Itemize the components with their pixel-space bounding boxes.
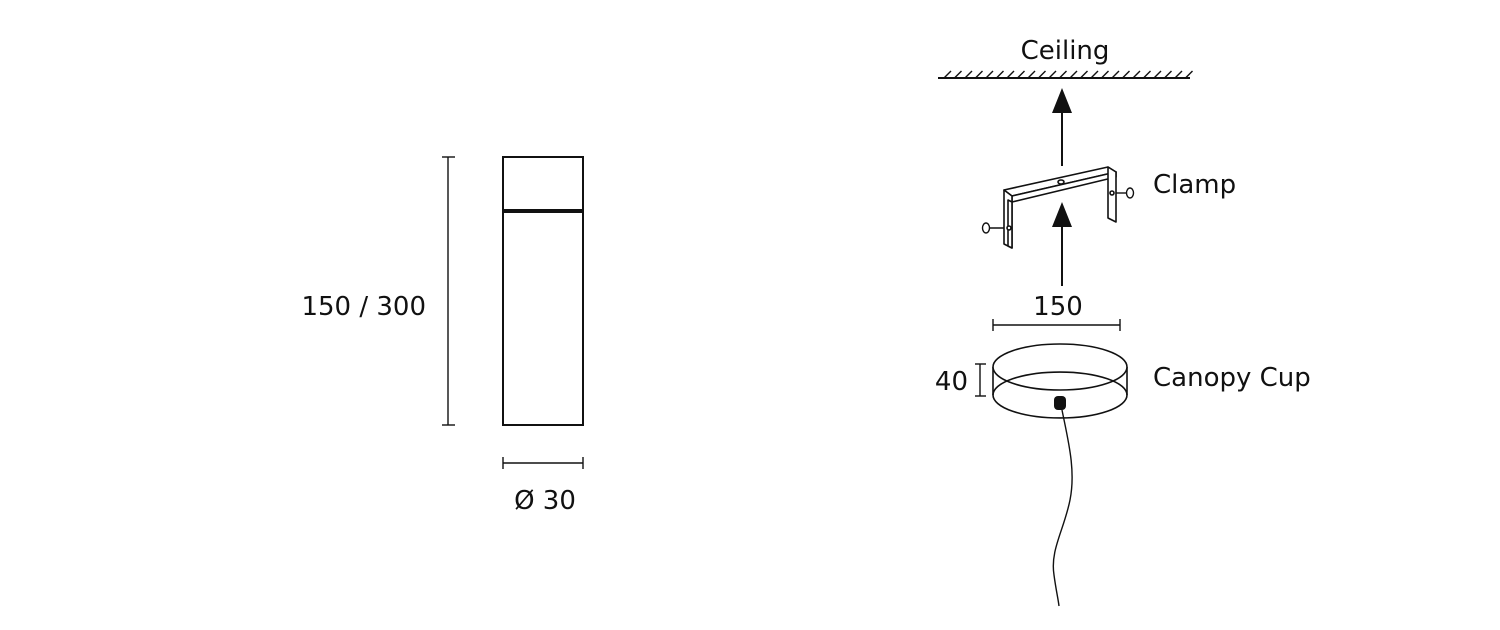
canopy-width-dimension [992, 319, 1121, 331]
ceiling-hatch-mark [1164, 70, 1172, 79]
cable-grommet [1054, 396, 1066, 410]
diameter-label: Ø 30 [514, 486, 576, 516]
ceiling-hatch-mark [1017, 70, 1025, 79]
ceiling-hatch-mark [1059, 70, 1067, 79]
canopy-height-dimension [975, 363, 986, 397]
arrow-to-clamp [1052, 202, 1072, 286]
ceiling-hatch-mark [1027, 70, 1036, 79]
ceiling-hatch-mark [1122, 70, 1130, 79]
height-label: 150 / 300 [301, 292, 426, 322]
arrow-to-ceiling [1052, 88, 1072, 166]
ceiling-label: Ceiling [1021, 36, 1110, 66]
ceiling-hatch-mark [1153, 70, 1162, 79]
ceiling-hatch-mark [1090, 70, 1099, 79]
ceiling-hatch-mark [1038, 70, 1046, 79]
ceiling-hatch-mark [1048, 70, 1057, 79]
pendant-body [502, 156, 584, 426]
mounting-view: Ceiling [935, 36, 1311, 607]
ceiling-hatch-mark [985, 70, 994, 79]
clamp-screw-left [981, 222, 1004, 234]
ceiling-hatch-mark [1080, 70, 1088, 79]
ceiling-hatch-mark [1174, 70, 1183, 79]
ceiling-hatch-mark [1111, 70, 1120, 79]
ceiling-hatch-mark [975, 70, 983, 79]
ceiling-hatch-mark [1185, 70, 1193, 79]
ceiling-hatch-mark [943, 70, 952, 79]
ceiling-hatch-mark [1143, 70, 1151, 79]
canopy-cup [992, 343, 1128, 419]
ceiling-hatch-mark [1006, 70, 1015, 79]
canopy-width-label: 150 [1033, 292, 1083, 322]
ceiling-hatch-mark [1101, 70, 1109, 79]
ceiling-hatch-mark [964, 70, 973, 79]
ceiling-line [938, 70, 1193, 79]
clamp-bracket [1003, 166, 1117, 249]
ceiling-hatch-mark [1132, 70, 1141, 79]
suspension-cable [1052, 409, 1073, 607]
canopy-label: Canopy Cup [1153, 363, 1311, 393]
ceiling-hatch-mark [996, 70, 1004, 79]
height-dimension [442, 156, 455, 426]
pendant-view: 150 / 300 Ø 30 [301, 156, 584, 516]
ceiling-hatch-mark [1069, 70, 1078, 79]
diameter-dimension [502, 457, 584, 469]
clamp-label: Clamp [1153, 170, 1236, 200]
ceiling-hatch-mark [954, 70, 962, 79]
canopy-height-label: 40 [935, 367, 968, 397]
clamp-screw-right [1116, 187, 1135, 199]
